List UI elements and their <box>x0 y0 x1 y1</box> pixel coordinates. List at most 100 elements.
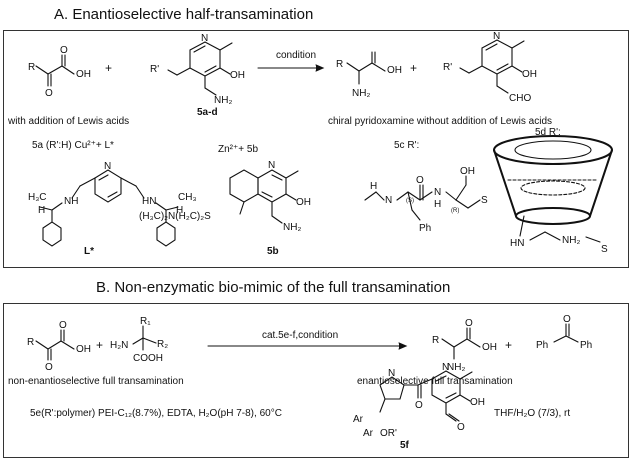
plus-sign: + <box>105 61 112 75</box>
amino-acid-a <box>346 51 386 85</box>
atom-r: R <box>27 337 34 348</box>
amino-acid-b <box>441 327 481 360</box>
atom-s: S <box>481 195 488 206</box>
atom-nh2: NH₂ <box>562 235 580 246</box>
atom-oh: OH <box>296 197 311 208</box>
atom-ch3: CH₃ <box>178 192 197 203</box>
atom-o: O <box>457 422 465 433</box>
atom-n: N <box>388 368 395 379</box>
compound-5c-chain <box>364 175 481 221</box>
compound-5b-label: 5b <box>267 246 279 257</box>
atom-oh: OH <box>522 69 537 80</box>
panel-b-box <box>3 303 629 458</box>
plus-sign: + <box>96 338 103 352</box>
panel-b-title: B. Non-enzymatic bio-mimic of the full t… <box>96 279 451 296</box>
plus-sign: + <box>505 338 512 352</box>
atom-or-prime: OR' <box>380 428 397 439</box>
atom-o: O <box>45 88 53 99</box>
stereo-r: (R) <box>451 208 459 214</box>
atom-oh: OH <box>460 166 475 177</box>
atom-oh: OH <box>482 342 497 353</box>
atom-r: R <box>336 59 343 70</box>
ligand-l-star <box>39 169 179 247</box>
atom-oh: OH <box>76 344 91 355</box>
atom-hn: HN <box>142 196 156 207</box>
atom-nh2: NH₂ <box>352 88 370 99</box>
atom-r-prime: R' <box>150 64 159 75</box>
compound-5f-label: 5f <box>400 440 409 451</box>
conditions-5e: 5e(R':polymer) PEI-C₁₂(8.7%), EDTA, H₂O(… <box>30 408 282 419</box>
atom-n: N <box>442 362 449 373</box>
atom-n: N <box>493 31 500 42</box>
note-lewis-acids: with addition of Lewis acids <box>8 116 130 127</box>
atom-ar: Ar <box>363 428 374 439</box>
atom-o: O <box>59 320 67 331</box>
atom-r: R <box>432 335 439 346</box>
item-zn-5b: Zn²⁺+ 5b <box>218 144 259 155</box>
atom-oh: OH <box>387 65 402 76</box>
item-5c: 5c R': <box>394 140 420 151</box>
atom-o: O <box>415 400 423 411</box>
compound-5b <box>229 169 299 224</box>
atom-s: S <box>601 244 608 255</box>
atom-r-prime: R' <box>443 62 452 73</box>
atom-ph: Ph <box>536 340 548 351</box>
amino-acid-reagent <box>132 325 157 351</box>
chain-label-5b: (H₃C)₂N(H₂C)₂S <box>139 211 211 222</box>
plus-sign: + <box>410 61 417 75</box>
compound-5f <box>379 370 473 422</box>
atom-o: O <box>60 45 68 56</box>
reagent-label-5a-d: 5a-d <box>197 107 218 118</box>
ligand-label: L* <box>84 246 94 257</box>
atom-oh: OH <box>76 69 91 80</box>
atom-n: N <box>385 195 392 206</box>
keto-acid-b <box>35 329 75 361</box>
atom-cooh: COOH <box>133 353 163 364</box>
atom-hn: HN <box>510 238 524 249</box>
atom-n: N <box>268 160 275 171</box>
atom-h: H <box>434 199 441 210</box>
atom-o: O <box>465 318 473 329</box>
compound-5d-cyclodextrin <box>493 135 613 243</box>
note-non-enantioselective: non-enantioselective full transamination <box>8 376 184 387</box>
atom-o: O <box>563 314 571 325</box>
atom-ph: Ph <box>419 223 431 234</box>
atom-oh: OH <box>230 70 245 81</box>
item-5d: 5d R': <box>535 127 561 138</box>
condition-label-b: cat.5e-f,condition <box>262 330 339 341</box>
keto-acid-a <box>35 54 75 87</box>
atom-r: R <box>28 62 35 73</box>
atom-n: N <box>201 33 208 44</box>
atom-r1: R₁ <box>140 316 151 327</box>
atom-h: H <box>38 205 45 216</box>
atom-nh2: NH₂ <box>214 95 232 106</box>
atom-o: O <box>416 175 424 186</box>
atom-h: H <box>370 181 377 192</box>
atom-ar: Ar <box>353 414 364 425</box>
atom-nh2: NH₂ <box>447 362 465 373</box>
atom-o: O <box>45 362 53 373</box>
atom-cho: CHO <box>509 93 531 104</box>
atom-h2n: H₂N <box>110 340 128 351</box>
pyridoxamine-5a-d <box>167 41 233 96</box>
atom-r2: R₂ <box>157 339 168 350</box>
atom-n: N <box>434 187 441 198</box>
panel-a-title: A. Enantioselective half-transamination <box>54 6 314 23</box>
atom-nh2: NH₂ <box>283 222 301 233</box>
atom-nh: NH <box>64 196 78 207</box>
atom-ph: Ph <box>580 340 592 351</box>
atom-h: H <box>176 205 183 216</box>
atom-n: N <box>104 161 111 172</box>
item-5a: 5a (R':H) Cu²⁺+ L* <box>32 140 114 151</box>
panel-a-box <box>3 30 629 268</box>
atom-h3c: H₃C <box>28 192 47 203</box>
conditions-5f: THF/H₂O (7/3), rt <box>494 408 571 419</box>
note-chiral-pyridoxamine: chiral pyridoxamine without addition of … <box>328 116 553 127</box>
note-enantioselective: enantioselective full transamination <box>357 376 513 387</box>
benzophenone <box>553 323 579 343</box>
atom-oh: OH <box>470 397 485 408</box>
condition-label-a: condition <box>276 50 317 61</box>
stereo-s: (S) <box>406 198 414 204</box>
pyridoxal-product <box>459 39 525 94</box>
